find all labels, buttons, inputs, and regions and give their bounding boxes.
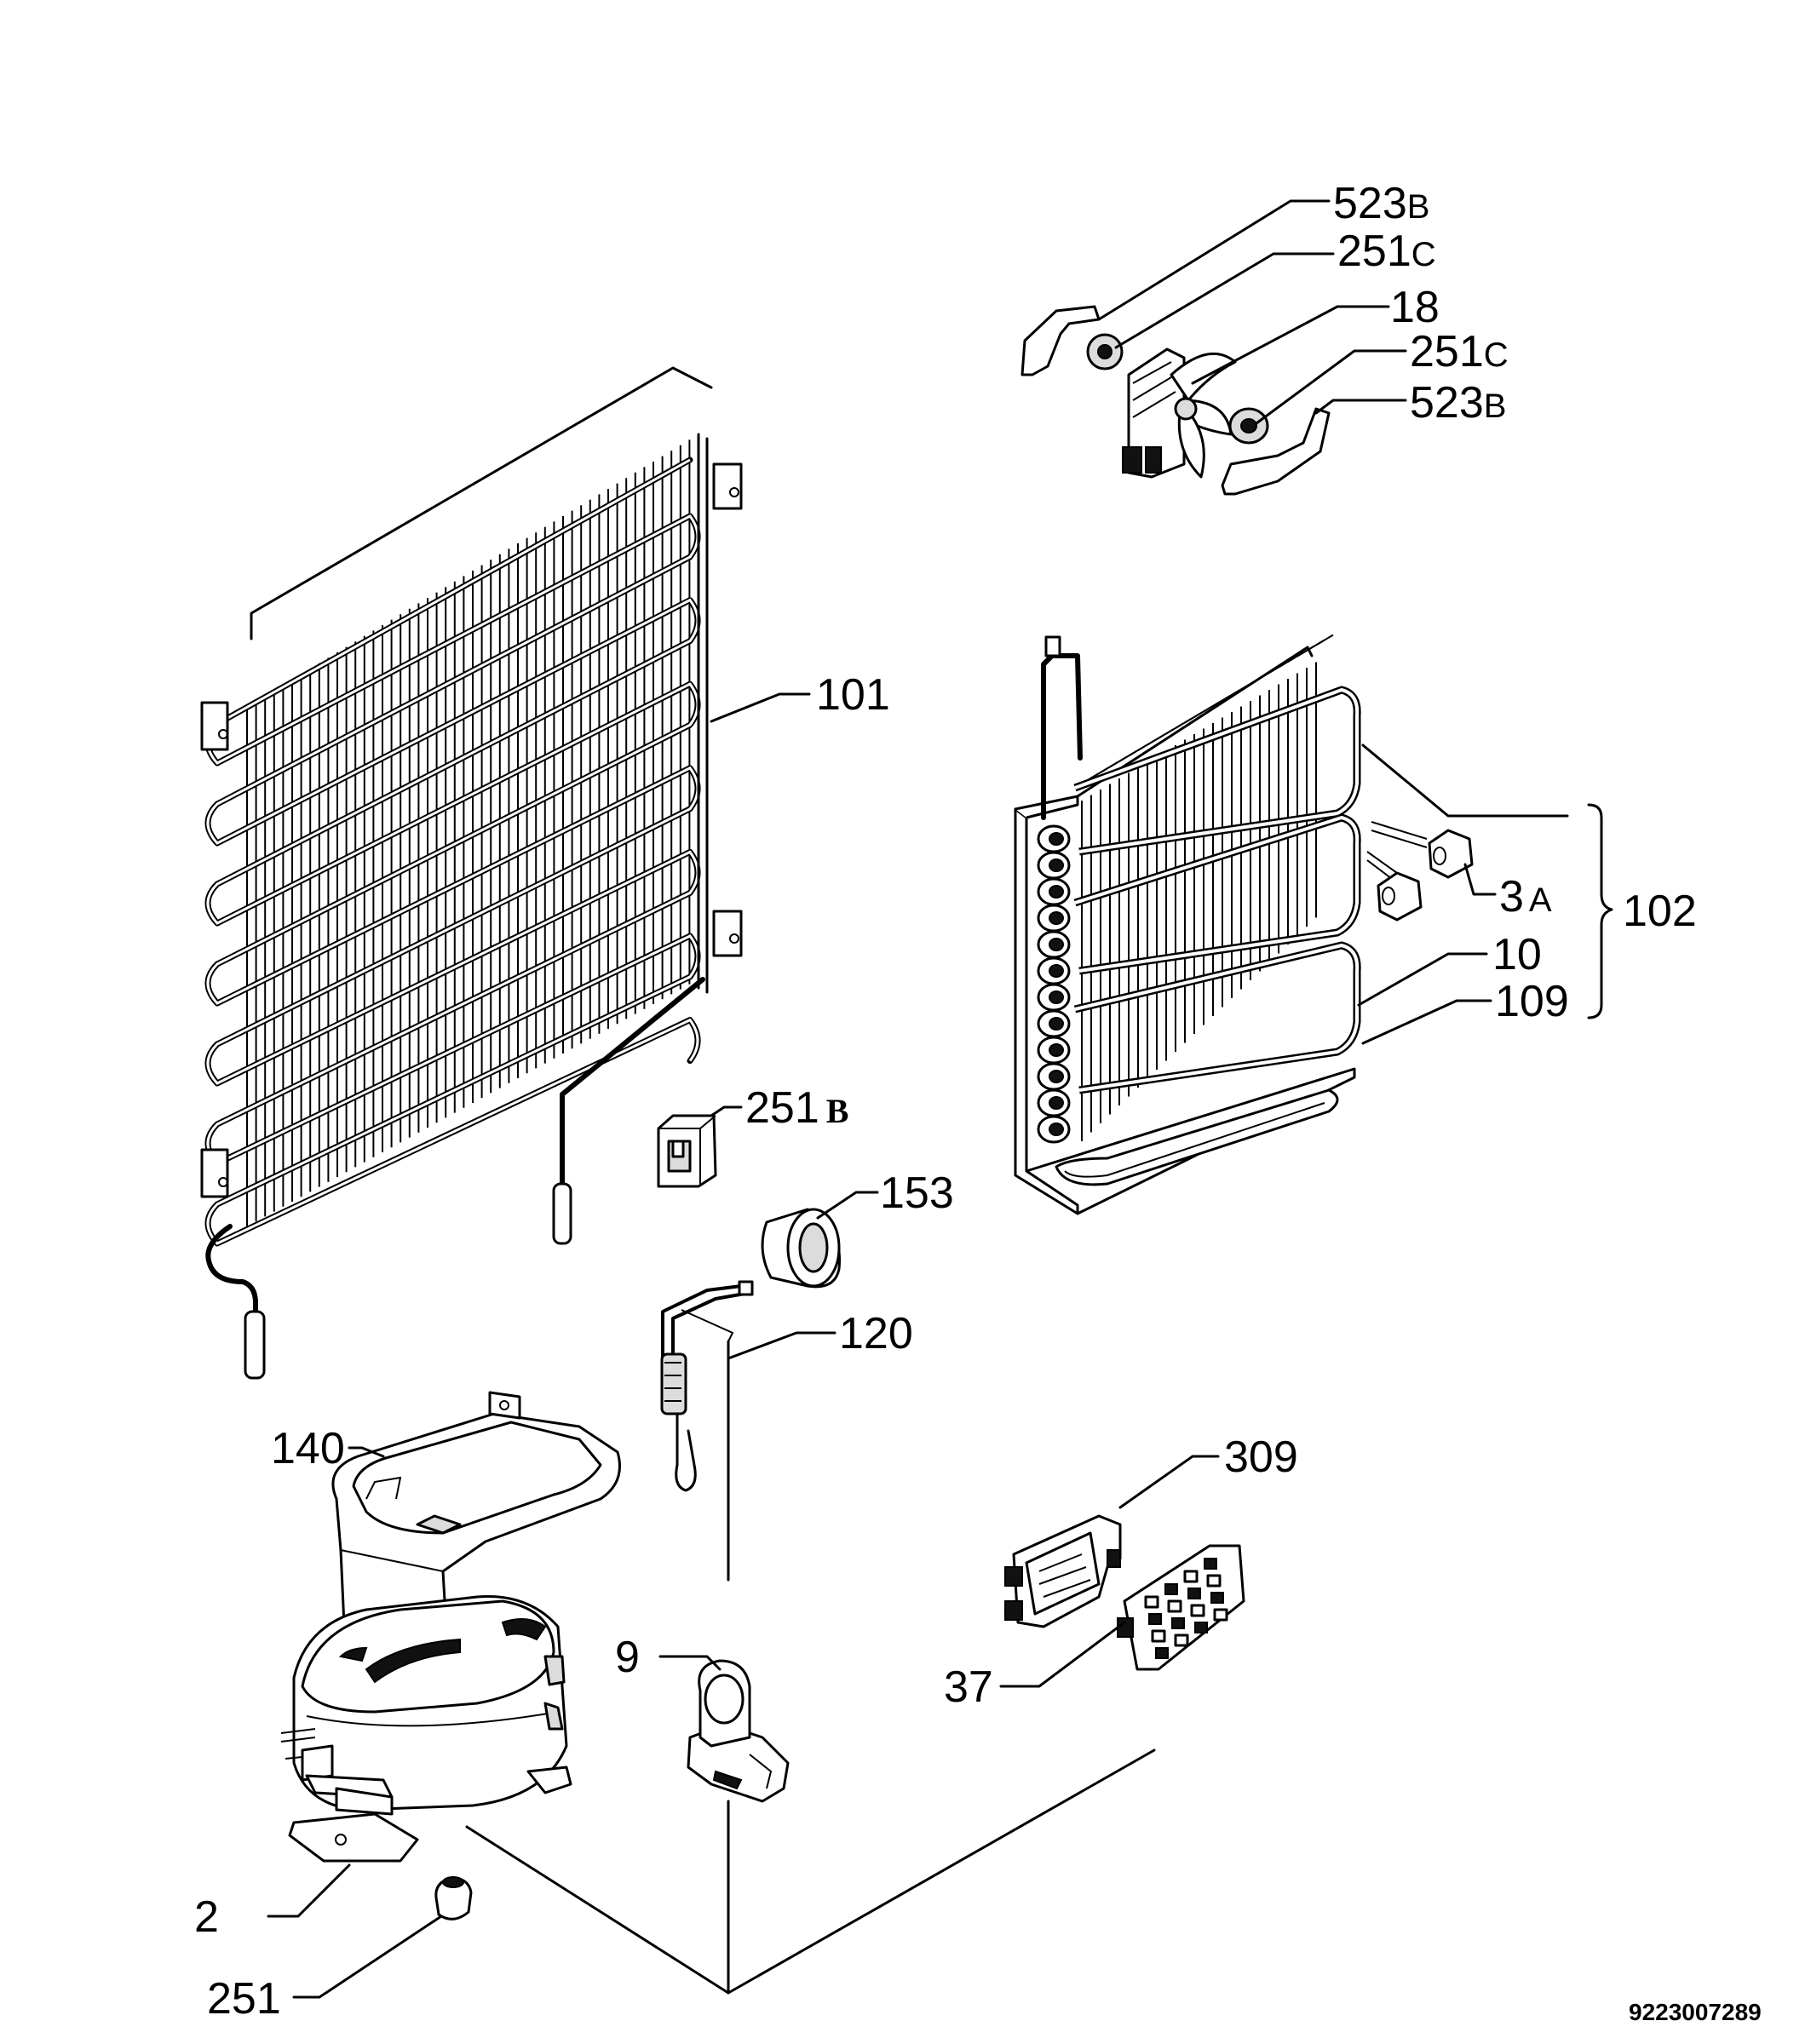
label-2: 2: [194, 1892, 219, 1942]
label-251: 251: [207, 1974, 281, 2024]
grommet-251: [434, 1876, 473, 1921]
label-109: 109: [1495, 977, 1569, 1026]
label-523b-bot: 523B: [1410, 378, 1506, 428]
label-18: 18: [1390, 283, 1440, 332]
document-id: 9223007289: [1629, 1999, 1762, 2025]
label-9: 9: [615, 1633, 640, 1682]
compressor-2: [280, 1594, 1156, 1995]
drip-tray-140: [331, 1391, 621, 1645]
label-120: 120: [839, 1309, 913, 1358]
thermostat-120: [660, 1280, 754, 1582]
relay-clip-9: [687, 1659, 790, 1803]
fan-assembly: [1020, 305, 1331, 496]
label-309: 309: [1224, 1433, 1298, 1482]
sleeve-153: [761, 1208, 842, 1289]
condenser-101: [200, 366, 743, 1380]
label-140: 140: [271, 1424, 345, 1473]
rubber-block-251b: [657, 1114, 717, 1188]
label-251c-bot: 251C: [1410, 327, 1509, 376]
label-153: 153: [880, 1168, 954, 1218]
control-board-309: [1004, 1514, 1122, 1628]
label-523b-top: 523B: [1333, 179, 1429, 228]
label-251c-top: 251C: [1337, 227, 1436, 276]
terminal-block-37: [1117, 1544, 1245, 1671]
label-10: 10: [1492, 930, 1542, 979]
label-102: 102: [1623, 887, 1697, 936]
evaporator-102: [1014, 634, 1474, 1215]
label-101: 101: [816, 670, 890, 720]
leader-lines: [267, 199, 1613, 1999]
label-37: 37: [944, 1662, 993, 1712]
